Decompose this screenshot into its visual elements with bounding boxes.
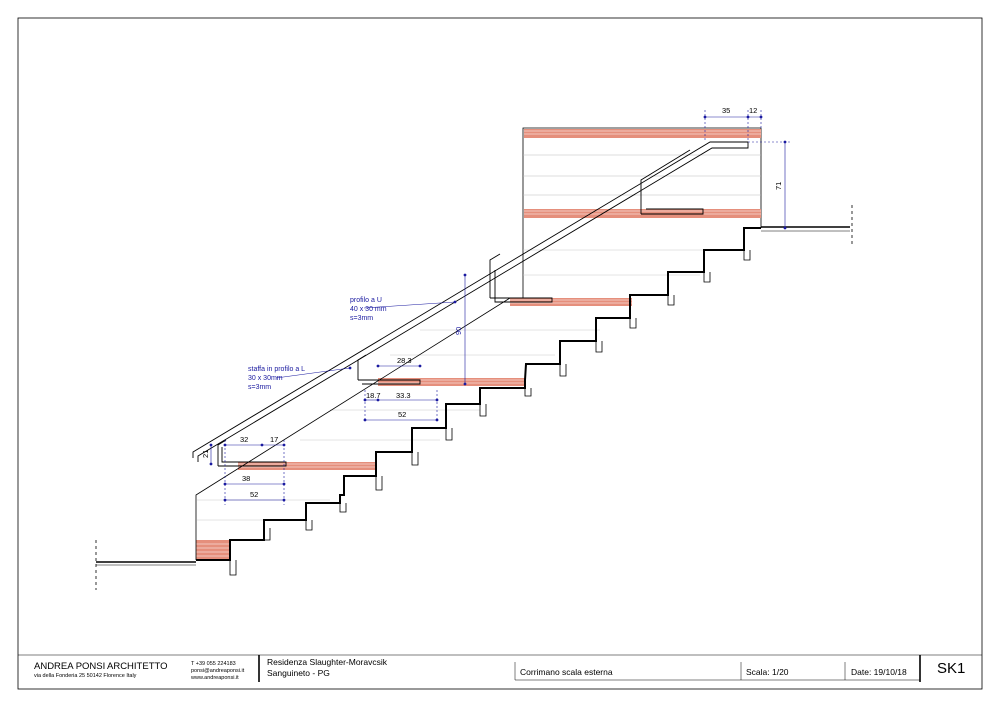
dim-33-3: 33.3 [396, 391, 411, 400]
svg-text:40 x 30 mm: 40 x 30 mm [350, 306, 387, 313]
svg-text:profilo a U: profilo a U [350, 297, 382, 304]
dimension-labels: 35 12 71 90 28.3 18.7 33.3 52 21 32 17 3… [201, 106, 783, 499]
drawing-scale: Scala: 1/20 [746, 667, 789, 677]
svg-text:30 x 30mm: 30 x 30mm [248, 375, 283, 382]
svg-text:s=3mm: s=3mm [248, 384, 271, 391]
architect-website: www.andreaponsi.it [191, 675, 239, 681]
dim-28-3: 28.3 [397, 356, 412, 365]
handrail [192, 141, 749, 467]
annotation-staffa-l: staffa in profilo a L 30 x 30mm s=3mm [248, 366, 305, 391]
architect-name: ANDREA PONSI [34, 661, 106, 672]
architect-title: ARCHITETTO [107, 661, 168, 672]
project-location: Sanguineto - PG [267, 668, 330, 678]
svg-text:staffa in profilo a L: staffa in profilo a L [248, 366, 305, 373]
title-block-lines [18, 654, 982, 682]
dim-52-lower: 52 [250, 490, 258, 499]
dimension-ticks [209, 115, 787, 502]
dim-17: 17 [270, 435, 278, 444]
stone-slabs [196, 129, 761, 560]
project-name: Residenza Slaughter-Moravcsik [267, 657, 387, 667]
dim-21: 21 [201, 450, 210, 458]
stair-steps [196, 227, 761, 576]
lower-wall [195, 297, 523, 560]
architect-phone: T +39 055 224183 [191, 661, 236, 667]
annotation-profilo-u: profilo a U 40 x 30 mm s=3mm [350, 297, 387, 322]
wall-course-lines [197, 249, 740, 521]
dim-71: 71 [774, 182, 783, 190]
svg-text:s=3mm: s=3mm [350, 315, 373, 322]
sheet-border [17, 17, 983, 690]
sheet-number: SK1 [937, 660, 966, 677]
dim-12: 12 [749, 106, 757, 115]
dim-38: 38 [242, 474, 250, 483]
architect-address: via della Fonderia 25 50142 Florence Ita… [34, 673, 137, 679]
dimension-lines [210, 110, 790, 505]
drawing-title: Corrimano scala esterna [520, 667, 613, 677]
dim-32: 32 [240, 435, 248, 444]
dim-90: 90 [454, 327, 463, 335]
dim-52-upper: 52 [398, 410, 406, 419]
drawing-date: Date: 19/10/18 [851, 667, 907, 677]
ground-lines [95, 205, 853, 590]
architect-email: ponsi@andreaponsi.it [191, 668, 245, 674]
dim-18-7: 18.7 [366, 391, 381, 400]
dim-35: 35 [722, 106, 730, 115]
